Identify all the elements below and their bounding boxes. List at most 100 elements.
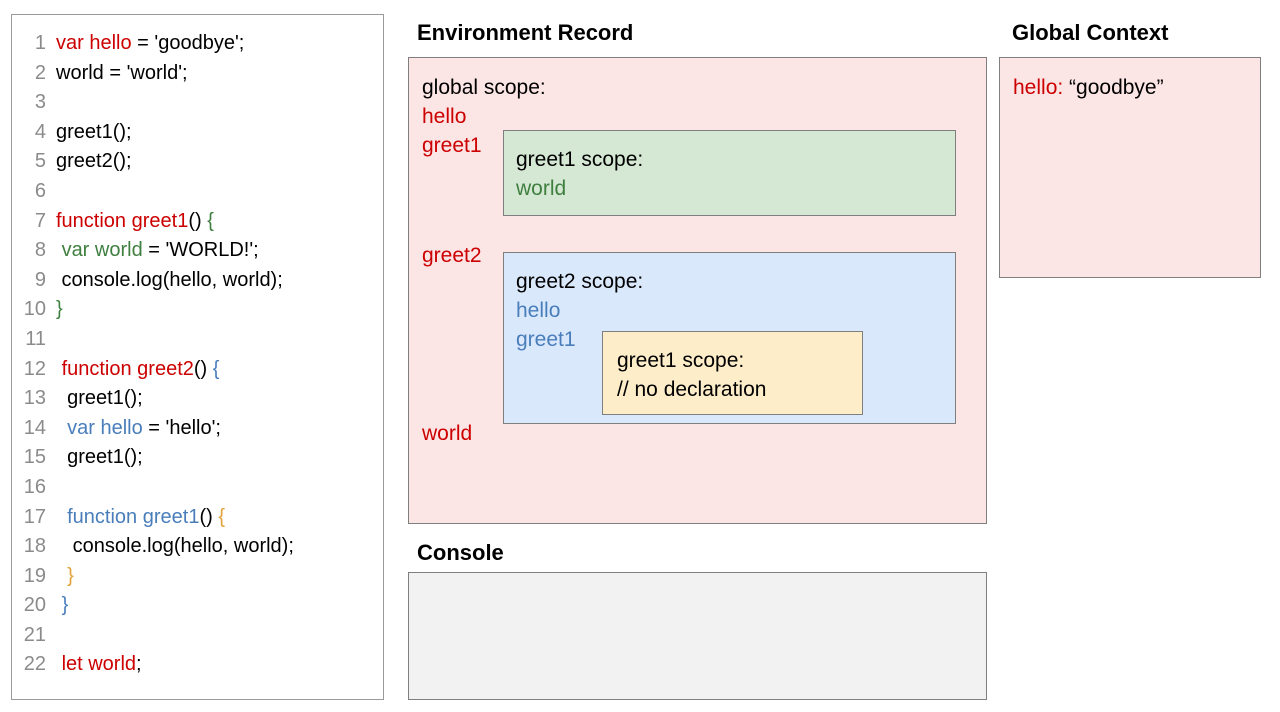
- code-line-text: greet1();: [56, 118, 132, 148]
- code-line-number: 19: [23, 564, 46, 587]
- greet1-inner-scope-box: greet1 scope: // no declaration: [602, 331, 863, 415]
- code-line[interactable]: 10}: [12, 295, 383, 325]
- global-context-entry-value: “goodbye”: [1069, 76, 1164, 99]
- code-token: greet1();: [56, 446, 143, 469]
- code-line-text: function greet1() {: [56, 207, 214, 237]
- code-token: greet1();: [56, 387, 143, 410]
- code-line[interactable]: 1 var hello = 'goodbye';: [12, 29, 383, 59]
- console-panel[interactable]: [408, 572, 987, 700]
- code-line[interactable]: 3: [12, 88, 383, 118]
- code-token: greet1();: [56, 120, 132, 143]
- code-line[interactable]: 4 greet1();: [12, 118, 383, 148]
- global-binding-world: world: [422, 422, 473, 445]
- code-token: = 'hello';: [142, 416, 221, 439]
- code-line-text: let world;: [56, 650, 142, 680]
- code-line-number: 2: [34, 61, 46, 84]
- code-token: (): [199, 505, 219, 528]
- code-line[interactable]: 9 console.log(hello, world);: [12, 266, 383, 296]
- code-token: function greet1: [56, 209, 189, 232]
- code-line-list: 1 var hello = 'goodbye'; 2 world = 'world';…: [12, 29, 383, 680]
- code-line-number: 7: [34, 209, 46, 232]
- code-line-text: }: [56, 562, 74, 592]
- code-line-number: 14: [23, 416, 46, 439]
- code-line-number: 10: [23, 298, 46, 321]
- environment-record-title: Environment Record: [417, 20, 634, 45]
- global-binding-hello: hello: [422, 105, 467, 128]
- greet1-scope-heading: greet1 scope:: [516, 148, 644, 171]
- global-binding-greet2: greet2: [422, 244, 482, 267]
- code-line-number: 1: [34, 32, 46, 54]
- greet1-inner-scope-heading: greet1 scope:: [617, 349, 745, 372]
- code-line-text: }: [56, 295, 63, 325]
- code-line-text: world = 'world';: [56, 59, 188, 89]
- code-line-number: 5: [34, 150, 46, 173]
- code-line-text: var world = 'WORLD!';: [56, 236, 259, 266]
- code-line-text: greet1();: [56, 384, 143, 414]
- code-line-text: console.log(hello, world);: [56, 266, 283, 296]
- code-line[interactable]: 18 console.log(hello, world);: [12, 532, 383, 562]
- code-line[interactable]: 7 function greet1() {: [12, 207, 383, 237]
- code-token: function greet1: [67, 505, 200, 528]
- code-line[interactable]: 2 world = 'world';: [12, 59, 383, 89]
- greet2-scope-binding-hello: hello: [516, 299, 561, 322]
- code-line[interactable]: 14 var hello = 'hello';: [12, 414, 383, 444]
- code-line-number: 4: [34, 120, 46, 143]
- code-line-number: 9: [34, 268, 46, 291]
- greet1-inner-scope-comment: // no declaration: [617, 378, 767, 401]
- greet2-scope-heading: greet2 scope:: [516, 270, 644, 293]
- code-token: var world: [61, 239, 143, 262]
- code-token: let world: [61, 653, 137, 676]
- code-line[interactable]: 17 function greet1() {: [12, 503, 383, 533]
- environment-record-panel: global scope: hello greet1 greet2 world …: [408, 57, 987, 524]
- code-line[interactable]: 11: [12, 325, 383, 355]
- code-token: }: [61, 594, 69, 617]
- code-line[interactable]: 20 }: [12, 591, 383, 621]
- code-token: [56, 506, 67, 528]
- code-token: {: [218, 505, 226, 528]
- code-line[interactable]: 15 greet1();: [12, 443, 383, 473]
- code-token: (): [188, 209, 208, 232]
- code-line-text: var hello = 'goodbye';: [56, 29, 244, 59]
- code-line-text: greet2();: [56, 147, 132, 177]
- code-line-text: console.log(hello, world);: [56, 532, 294, 562]
- code-line-number: 15: [23, 446, 46, 469]
- code-token: [56, 417, 67, 439]
- code-line-text: function greet1() {: [56, 503, 225, 533]
- code-token: }: [67, 564, 74, 587]
- code-token: var hello: [56, 32, 132, 54]
- code-line[interactable]: 6: [12, 177, 383, 207]
- code-line-number: 11: [25, 327, 46, 350]
- code-line[interactable]: 5 greet2();: [12, 147, 383, 177]
- code-token: greet2();: [56, 150, 132, 173]
- code-token: function greet2: [61, 357, 194, 380]
- code-token: = 'WORLD!';: [142, 239, 259, 262]
- code-line[interactable]: 13 greet1();: [12, 384, 383, 414]
- code-token: console.log(hello, world);: [56, 268, 283, 291]
- code-line-number: 20: [23, 594, 46, 617]
- code-line[interactable]: 19 }: [12, 562, 383, 592]
- code-line-text: function greet2() {: [56, 355, 220, 385]
- code-token: {: [207, 209, 214, 232]
- code-line[interactable]: 21: [12, 621, 383, 651]
- code-token: [56, 565, 67, 587]
- console-title: Console: [417, 540, 504, 565]
- code-line-number: 17: [23, 505, 46, 528]
- greet1-scope-binding-world: world: [516, 177, 567, 200]
- code-line[interactable]: 12 function greet2() {: [12, 355, 383, 385]
- code-line-number: 18: [23, 535, 46, 558]
- code-editor-panel[interactable]: 1 var hello = 'goodbye'; 2 world = 'world';…: [11, 14, 384, 700]
- code-line-text: }: [56, 591, 69, 621]
- code-line[interactable]: 8 var world = 'WORLD!';: [12, 236, 383, 266]
- code-line-number: 13: [23, 387, 46, 410]
- code-token: world = 'world';: [56, 61, 188, 84]
- code-line[interactable]: 22 let world;: [12, 650, 383, 680]
- global-context-panel: hello: “goodbye”: [999, 57, 1261, 278]
- code-line-number: 16: [23, 475, 46, 498]
- code-token: var hello: [67, 416, 143, 439]
- code-token: {: [212, 357, 220, 380]
- code-token: ;: [136, 653, 142, 676]
- code-line-text: greet1();: [56, 443, 143, 473]
- code-token: (): [193, 357, 213, 380]
- code-line[interactable]: 16: [12, 473, 383, 503]
- greet2-scope-binding-greet1: greet1: [516, 328, 576, 351]
